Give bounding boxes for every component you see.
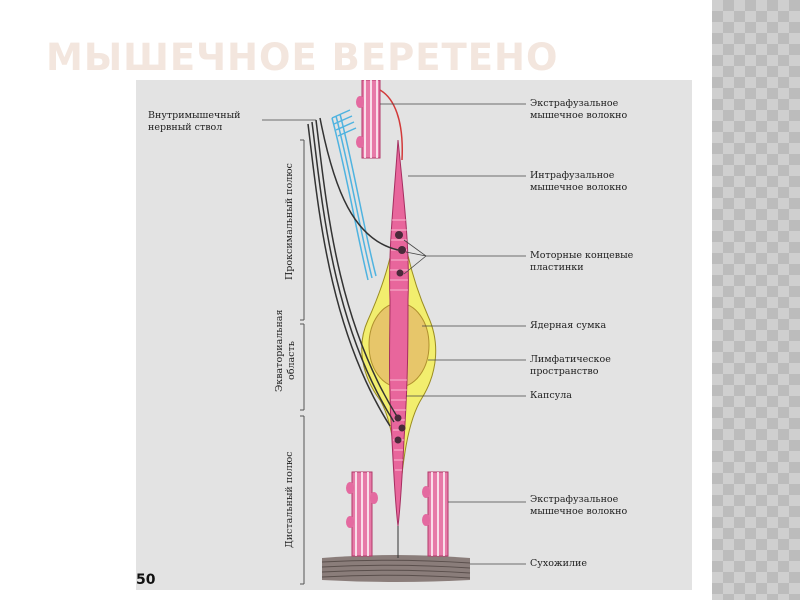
label-extrafusal-bottom: Экстрафузальное мышечное волокно xyxy=(530,494,627,518)
label-lymph-space: Лимфатическое пространство xyxy=(530,354,611,378)
label-equatorial-1: Экваториальная xyxy=(274,310,285,392)
muscle-spindle-figure: Внутримышечный нервный ствол Экстрафузал… xyxy=(136,80,692,590)
label-tendon: Сухожилие xyxy=(530,558,587,570)
slide-title: МЫШЕЧНОЕ ВЕРЕТЕНО xyxy=(46,36,558,79)
side-pattern xyxy=(712,0,800,600)
label-nerve-trunk: Внутримышечный нервный ствол xyxy=(148,110,240,134)
region-brackets xyxy=(300,140,304,584)
label-extrafusal-top: Экстрафузальное мышечное волокно xyxy=(530,98,627,122)
label-nuclear-bag: Ядерная сумка xyxy=(530,320,606,332)
label-equatorial-2: область xyxy=(286,341,297,380)
tendon xyxy=(322,555,470,582)
label-capsule: Капсула xyxy=(530,390,572,402)
page-number: 50 xyxy=(136,572,155,588)
intrafusal-fiber xyxy=(390,140,409,526)
extrafusal-fiber-top xyxy=(356,80,380,158)
label-intrafusal: Интрафузальное мышечное волокно xyxy=(530,170,627,194)
extrafusal-fiber-bottom-right xyxy=(422,472,448,556)
label-distal-pole: Дистальный полюс xyxy=(284,452,295,548)
label-proximal-pole: Проксимальный полюс xyxy=(284,163,295,280)
label-motor-plates: Моторные концевые пластинки xyxy=(530,250,633,274)
extrafusal-fiber-bottom-left xyxy=(346,472,378,556)
